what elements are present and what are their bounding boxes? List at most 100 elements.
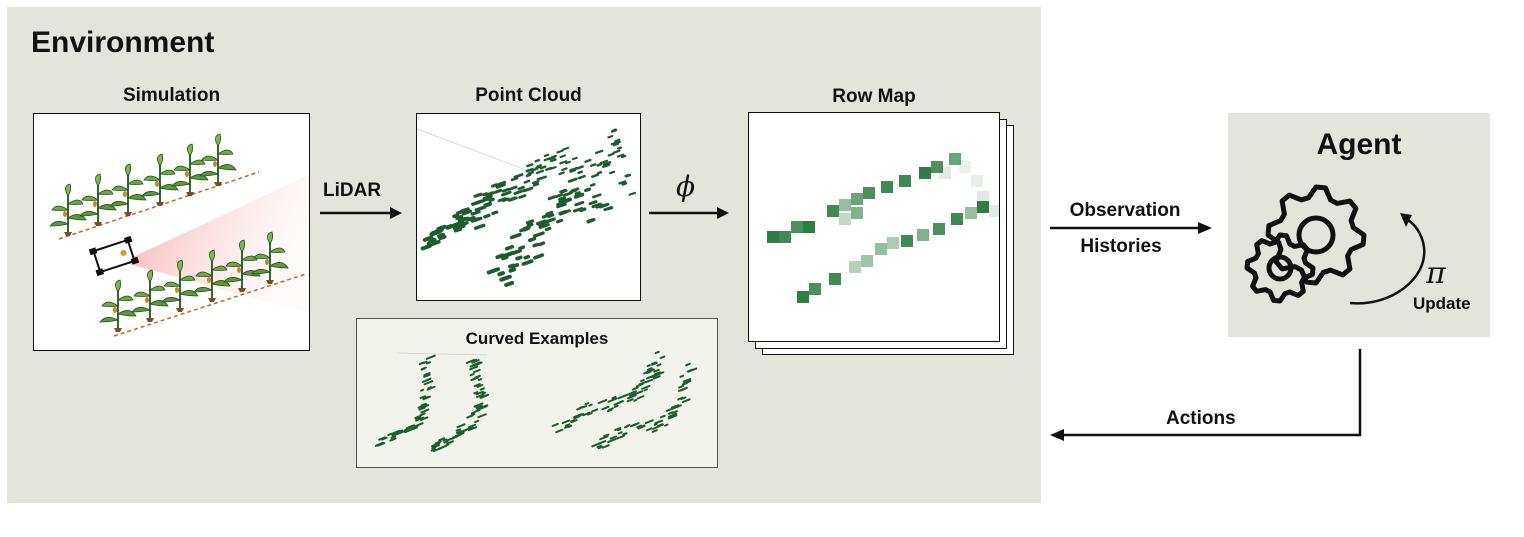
point-cloud-point	[518, 194, 527, 199]
point-cloud-point	[523, 179, 531, 184]
curved-example-point	[651, 429, 658, 433]
curved-example-point	[423, 372, 431, 377]
gear-icon	[1265, 184, 1367, 286]
point-cloud-point	[491, 210, 499, 216]
point-cloud-point	[591, 173, 600, 178]
curved-arrow-icon	[1349, 213, 1426, 305]
curved-example-point	[481, 391, 487, 395]
curved-example-point	[401, 429, 407, 433]
point-cloud-point	[513, 173, 524, 179]
row-map-cell	[899, 175, 911, 187]
point-cloud-point	[616, 153, 625, 158]
point-cloud-point	[461, 209, 473, 216]
point-cloud-point	[574, 200, 585, 207]
curved-example-point	[607, 437, 617, 444]
point-cloud-point	[488, 197, 495, 203]
curved-example-point	[646, 367, 653, 371]
update-label: Update	[1413, 294, 1471, 313]
point-cloud-point	[567, 177, 578, 183]
point-cloud-point	[573, 192, 585, 199]
curved-example-point	[638, 380, 647, 386]
curved-example-point	[422, 395, 431, 401]
row-map-cell	[767, 231, 779, 243]
simulation-caption: Simulation	[122, 85, 221, 106]
curved-example-point	[586, 412, 593, 416]
point-cloud-point	[607, 135, 614, 139]
curved-example-point	[471, 359, 480, 364]
row-map-cell	[861, 255, 873, 267]
curved-example-point	[420, 408, 430, 414]
curved-example-point	[420, 388, 425, 392]
row-map-cell	[887, 237, 899, 249]
curved-example-point	[377, 442, 386, 447]
curved-example-point	[653, 423, 658, 426]
curved-example-point	[641, 384, 651, 390]
agent-title: Agent	[1316, 128, 1402, 161]
point-cloud-point	[458, 216, 467, 223]
point-cloud-point	[577, 174, 586, 180]
curved-example-point	[564, 425, 569, 429]
curved-example-point	[613, 404, 619, 408]
curved-example-point	[443, 440, 449, 444]
row-map-cell	[977, 191, 989, 203]
curved-example-point	[653, 368, 660, 373]
curved-example-point	[645, 378, 654, 384]
curved-example-point	[671, 410, 678, 414]
curved-example-point	[653, 375, 661, 380]
curved-example-point	[426, 361, 432, 365]
curved-example-point	[671, 404, 680, 409]
point-cloud-point	[473, 223, 486, 230]
point-cloud-point	[532, 242, 539, 248]
point-cloud-point	[472, 216, 483, 223]
point-cloud-point	[547, 213, 555, 218]
row-map-cell	[917, 229, 929, 241]
point-cloud-point	[501, 255, 509, 261]
point-cloud-point	[616, 146, 623, 150]
curved-example-point	[645, 427, 653, 432]
actions-label: Actions	[1166, 408, 1236, 429]
point-cloud-point	[497, 180, 507, 186]
curved-examples-scene	[374, 350, 698, 453]
curved-example-point	[469, 364, 474, 368]
curved-example-point	[444, 443, 450, 447]
curved-example-point	[390, 429, 401, 436]
point-cloud-point	[470, 210, 481, 216]
point-cloud-point	[592, 193, 602, 199]
curved-example-point	[567, 424, 573, 428]
point-cloud-point	[499, 252, 510, 259]
point-cloud-point	[501, 190, 512, 197]
curved-example-point	[389, 437, 397, 442]
point-cloud-point	[614, 138, 621, 143]
curved-example-point	[555, 428, 564, 434]
curved-example-point	[455, 428, 462, 432]
point-cloud-point	[547, 195, 556, 201]
point-cloud-point	[486, 191, 495, 196]
point-cloud-point	[596, 170, 603, 175]
point-cloud-point	[561, 167, 568, 172]
curved-example-point	[469, 373, 475, 377]
point-cloud-point	[558, 171, 565, 176]
curved-example-point	[682, 379, 692, 385]
row-map-caption: Row Map	[832, 86, 916, 107]
curved-example-point	[607, 397, 618, 403]
point-cloud-point	[515, 255, 523, 261]
point-cloud-point	[482, 194, 493, 201]
curved-example-point	[626, 423, 631, 427]
curved-example-point	[456, 431, 465, 437]
point-cloud-point	[526, 222, 534, 228]
robot-icon	[88, 235, 140, 277]
curved-example-point	[473, 368, 481, 374]
point-cloud-point	[509, 232, 522, 240]
curved-example-point	[578, 413, 585, 417]
curved-example-point	[685, 362, 691, 367]
point-cloud-point	[532, 253, 545, 260]
point-cloud-point	[528, 236, 537, 243]
curved-example-point	[654, 350, 660, 355]
point-cloud-point	[481, 192, 489, 197]
curved-example-point	[431, 446, 437, 450]
point-cloud-point	[559, 154, 567, 159]
curved-example-point	[470, 411, 477, 415]
point-cloud-point	[483, 201, 492, 207]
point-cloud-point	[526, 163, 534, 168]
row-map-cell	[971, 175, 983, 187]
